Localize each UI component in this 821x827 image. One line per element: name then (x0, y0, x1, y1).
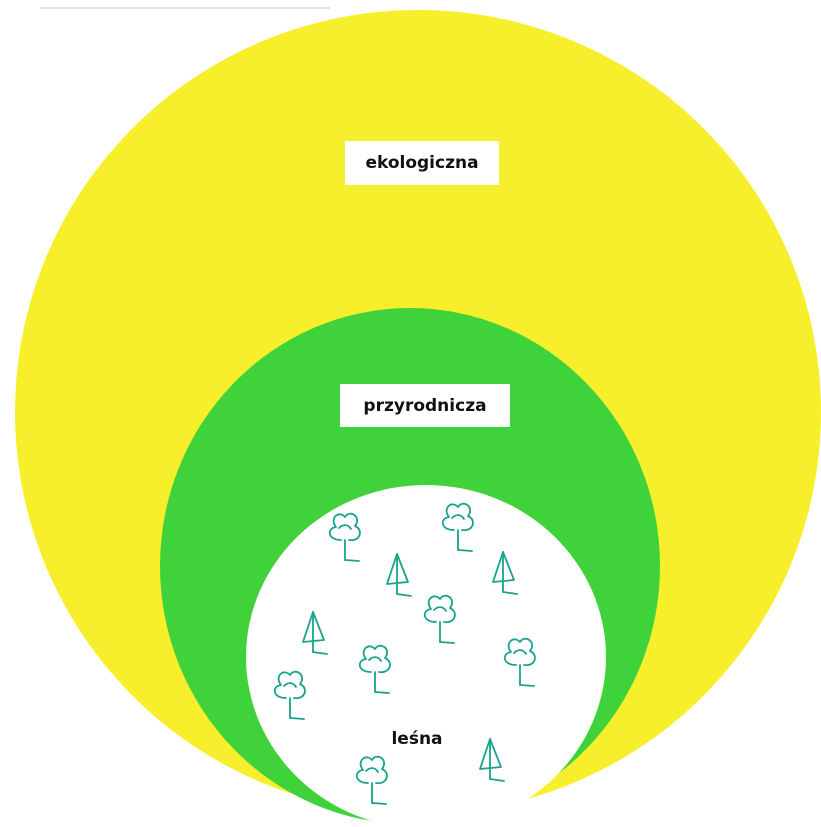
conifer-tree-icon (302, 611, 328, 655)
leafy-tree-icon (355, 755, 388, 805)
leafy-tree-icon (441, 502, 474, 552)
inner-circle (246, 485, 606, 827)
conifer-tree-icon (386, 553, 412, 597)
conifer-tree-icon (479, 738, 505, 782)
trees-group (273, 502, 536, 805)
label-ekologiczna: ekologiczna (345, 141, 499, 185)
leafy-tree-icon (358, 644, 391, 694)
leafy-tree-icon (423, 594, 456, 644)
label-przyrodnicza: przyrodnicza (340, 384, 510, 427)
leafy-tree-icon (328, 512, 361, 562)
label-lesna: leśna (391, 729, 443, 749)
leafy-tree-icon (503, 637, 536, 687)
conifer-tree-icon (492, 551, 518, 595)
leafy-tree-icon (273, 670, 306, 720)
